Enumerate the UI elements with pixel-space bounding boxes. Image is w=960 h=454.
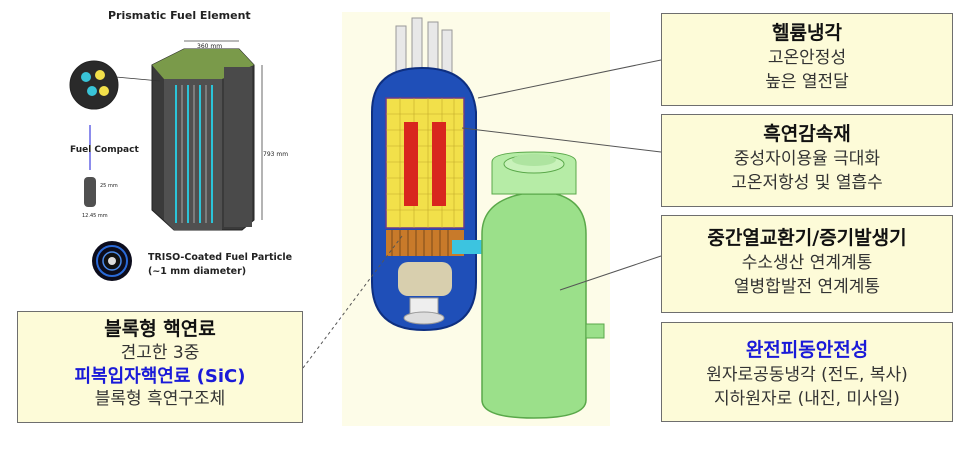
graphite-moderator-line-2: 고온저항성 및 열흡수 (731, 173, 883, 193)
fuel-compact-dim-b: 12.45 mm (82, 213, 108, 219)
fuel-width-dimension: 360 mm (197, 43, 223, 50)
heat-exchanger-box: 중간열교환기/증기발생기 수소생산 연계계통 열병합발전 연계계통 (661, 215, 953, 313)
block-fuel-line-1: 견고한 3중 (120, 343, 200, 363)
fuel-element-panel: Prismatic Fuel Element 360 mm 793 mm Fue… (64, 5, 292, 295)
helium-cooling-box: 헬륨냉각 고온안정성 높은 열전달 (661, 13, 953, 106)
triso-sub-label: (~1 mm diameter) (148, 266, 247, 277)
fuel-compact-dim-a: 25 mm (100, 183, 118, 189)
fuel-compact-label: Fuel Compact (70, 145, 139, 155)
reactor-illustration-panel (342, 12, 610, 426)
helium-cooling-line-2: 높은 열전달 (765, 72, 849, 92)
passive-safety-line-1: 원자로공동냉각 (전도, 복사) (706, 365, 908, 385)
reactor-vessel-illustration (371, 17, 605, 419)
passive-safety-line-2: 지하원자로 (내진, 미사일) (714, 389, 900, 409)
block-fuel-line-3: 블록형 흑연구조체 (94, 389, 226, 409)
triso-label: TRISO-Coated Fuel Particle (148, 252, 293, 263)
fuel-height-dimension: 793 mm (263, 151, 289, 158)
passive-safety-box: 완전피동안전성 원자로공동냉각 (전도, 복사) 지하원자로 (내진, 미사일) (661, 322, 953, 422)
fuel-element-title: Prismatic Fuel Element (108, 9, 251, 22)
block-fuel-box: 블록형 핵연료 견고한 3중 피복입자핵연료 (SiC) 블록형 흑연구조체 (17, 311, 303, 423)
passive-safety-title: 완전피동안전성 (745, 339, 869, 361)
fuel-element-illustration (69, 40, 263, 281)
heat-exchanger-line-1: 수소생산 연계계통 (741, 253, 873, 273)
graphite-moderator-title: 흑연감속재 (763, 123, 851, 145)
block-fuel-title: 블록형 핵연료 (104, 318, 216, 340)
heat-exchanger-title: 중간열교환기/증기발생기 (707, 227, 907, 249)
graphite-moderator-line-1: 중성자이용율 극대화 (733, 149, 881, 169)
helium-cooling-line-1: 고온안정성 (767, 48, 847, 68)
block-fuel-highlight: 피복입자핵연료 (SiC) (74, 366, 246, 387)
heat-exchanger-line-2: 열병합발전 연계계통 (733, 277, 881, 297)
graphite-moderator-box: 흑연감속재 중성자이용율 극대화 고온저항성 및 열흡수 (661, 114, 953, 207)
helium-cooling-title: 헬륨냉각 (772, 22, 842, 44)
